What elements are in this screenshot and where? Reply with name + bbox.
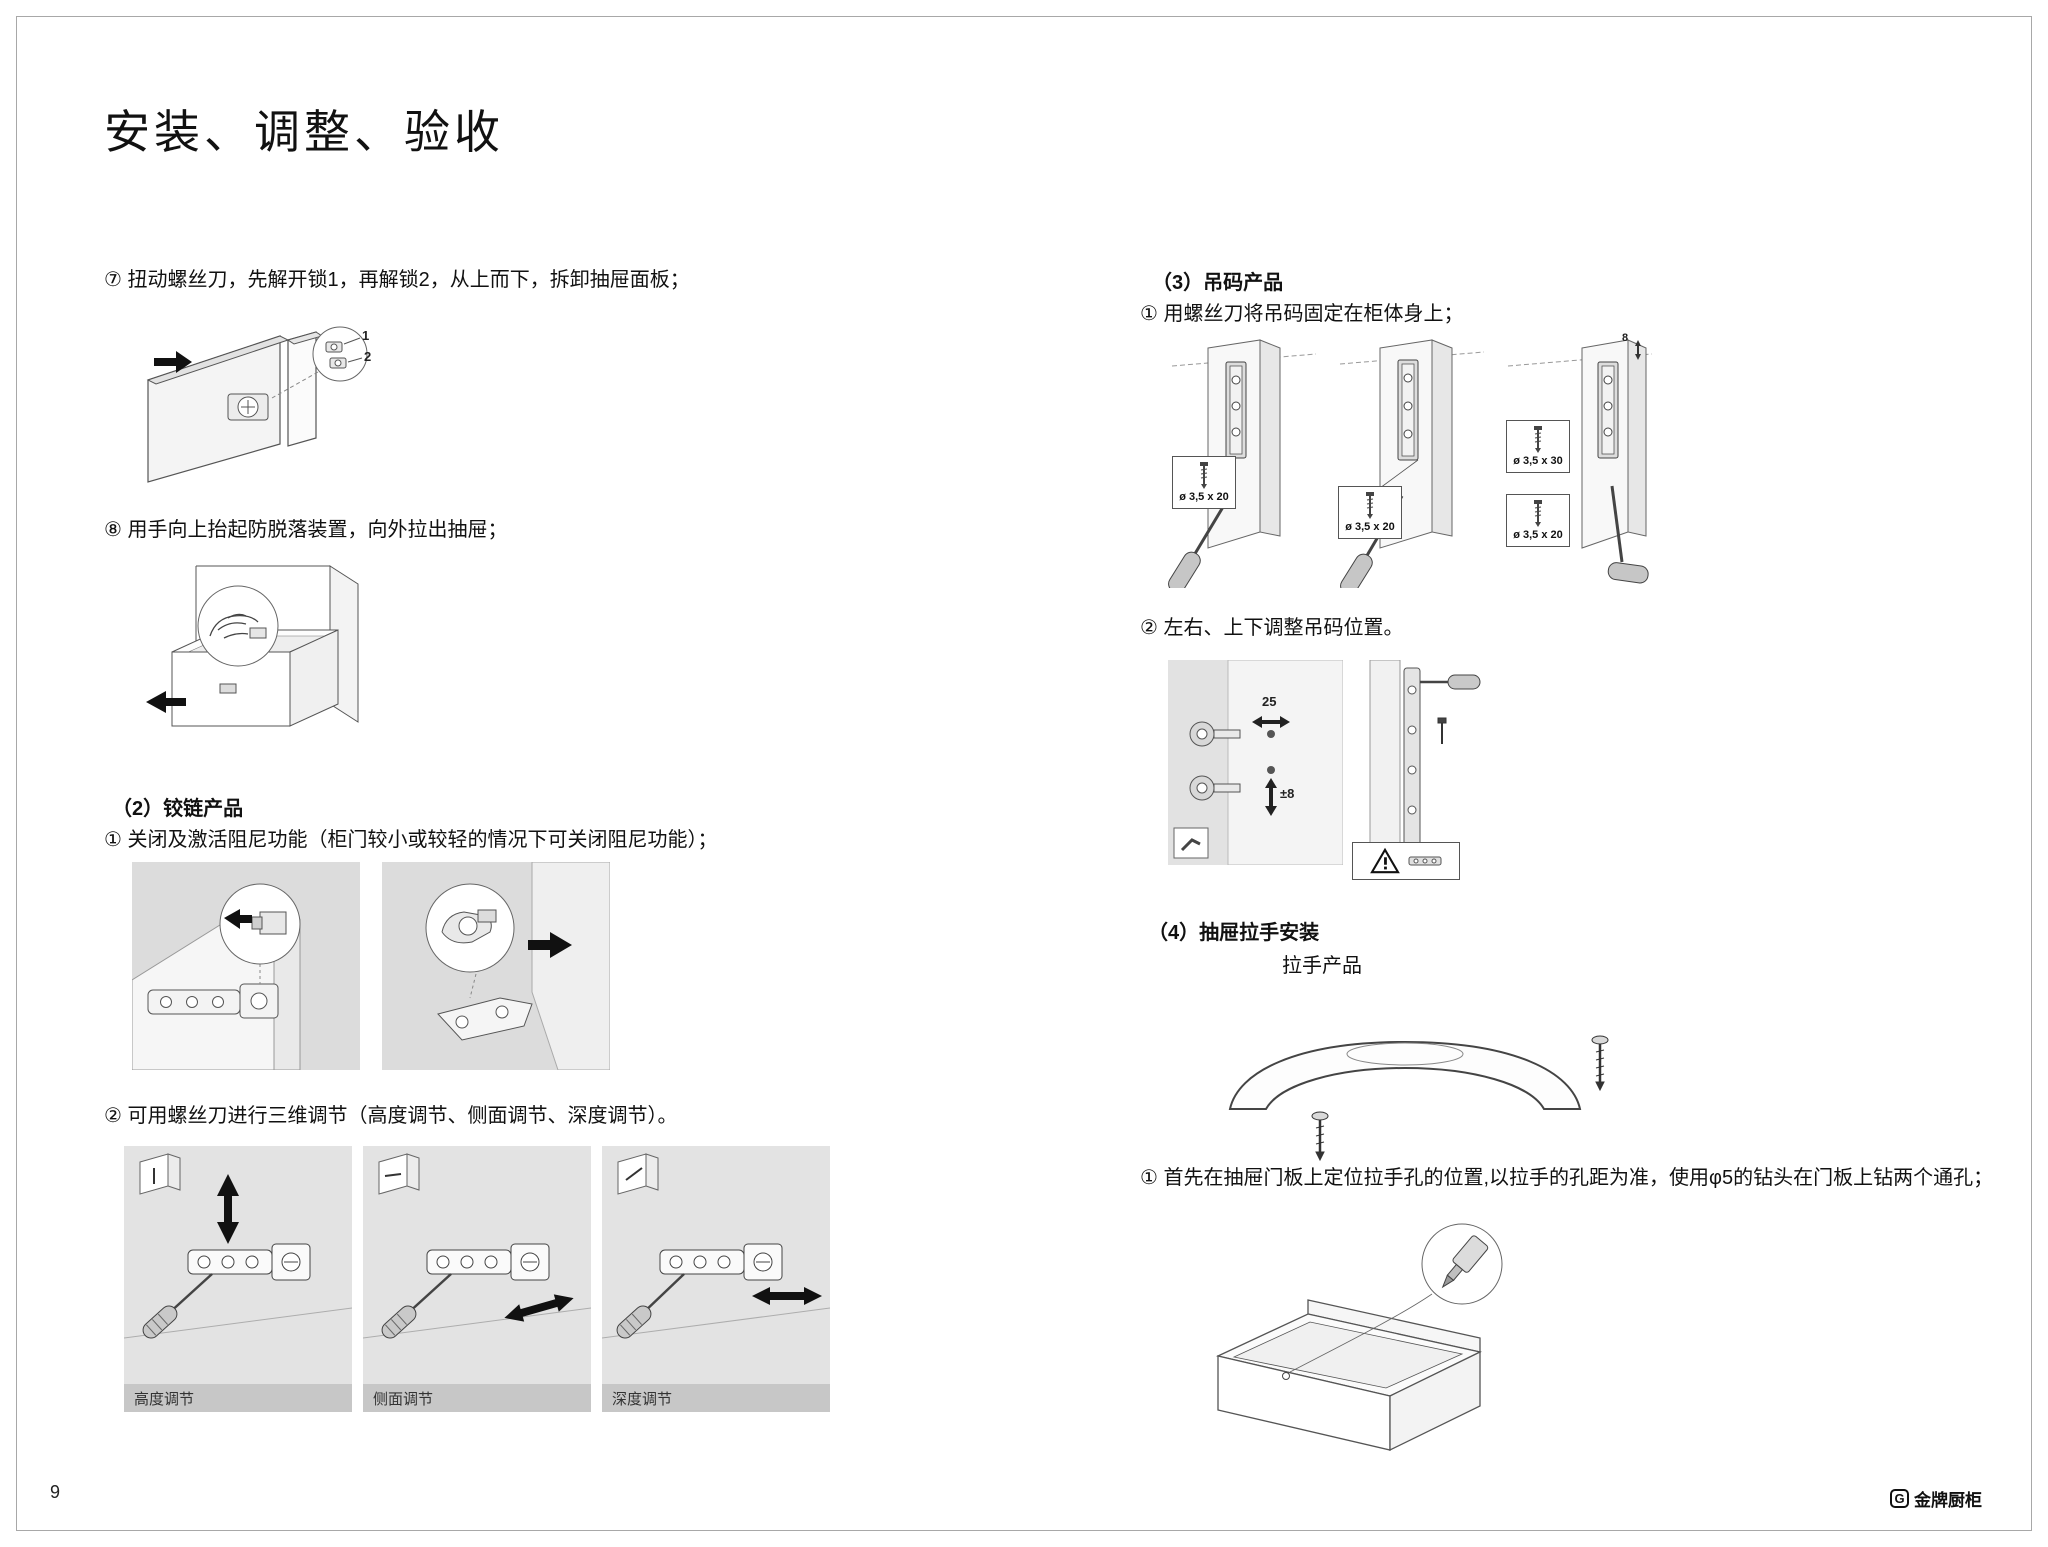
screwdriver-icon — [142, 1273, 213, 1339]
hanging-bracket-illustration — [1339, 339, 1485, 588]
hanging-bracket-illustration — [1507, 339, 1653, 584]
lock-1-label: 1 — [362, 328, 370, 343]
screwdriver-icon — [1607, 485, 1649, 584]
screwdriver-icon — [381, 1273, 452, 1339]
lock-2-label: 2 — [364, 349, 372, 364]
side-adjust-illustration — [363, 1146, 591, 1384]
drawer-drilling-illustration — [1216, 1223, 1503, 1452]
hanging-adjust-left-panel: 25 ±8 — [1168, 660, 1343, 865]
warning-icon — [1370, 847, 1400, 874]
figure-drawer-drilling — [1190, 1204, 1530, 1469]
brand-logo: G 金牌厨柜 — [1890, 1486, 1982, 1511]
warning-box — [1352, 842, 1460, 880]
vertical-double-arrow-icon — [217, 1174, 239, 1244]
figure-drawer-pull-out — [132, 556, 382, 751]
screw-icon — [1534, 500, 1542, 527]
screw-callout-2: ø 3,5 x 20 — [1338, 486, 1402, 539]
hanging-bracket-illustration — [1168, 339, 1317, 588]
figure-drawer-panel-removal: 1 2 — [132, 316, 382, 486]
hanging-adjust-illustration — [1168, 660, 1343, 865]
hinge-open-illustration — [382, 862, 610, 1070]
drill-bit-icon — [1441, 1235, 1489, 1289]
horizontal-double-arrow-icon — [752, 1287, 822, 1305]
screw-callout-4: ø 3,5 x 20 — [1506, 494, 1570, 547]
figure-handle-product — [1200, 984, 1630, 1164]
hanging-panel-2: ø 3,5 x 20 — [1336, 336, 1488, 588]
figure-hanging-bracket-set: ø 3,5 x 20 — [1168, 332, 1656, 588]
section-2-step-1: ① 关闭及激活阻尼功能（柜门较小或较轻的情况下可关闭阻尼功能）； — [104, 829, 718, 851]
hinge-close-illustration — [132, 862, 360, 1070]
adjust-label-height: 高度调节 — [124, 1384, 352, 1412]
depth-adjust-illustration — [602, 1146, 830, 1384]
hanging-panel-1: ø 3,5 x 20 — [1168, 336, 1320, 588]
vertical-double-arrow-icon — [1265, 778, 1277, 816]
screw-icon — [1366, 492, 1374, 519]
drawer-panel-illustration — [146, 326, 368, 483]
adjust-panel-depth: 深度调节 — [602, 1146, 830, 1412]
screw-size-label: ø 3,5 x 30 — [1513, 455, 1563, 467]
drawer-pull-illustration — [146, 565, 359, 727]
screw-icon — [1534, 426, 1542, 453]
step-7-text: ⑦ 扭动螺丝刀，先解开锁1，再解锁2，从上而下，拆卸抽屉面板； — [104, 269, 690, 291]
figure-hinge-damping-open — [382, 862, 610, 1070]
adjust-label-depth: 深度调节 — [602, 1384, 830, 1412]
step-8-text: ⑧ 用手向上抬起防脱落装置，向外拉出抽屉； — [104, 519, 508, 541]
vertical-dimension-arrow-icon — [1635, 340, 1641, 360]
section-4-step-1: ① 首先在抽屉门板上定位拉手孔的位置,以拉手的孔距为准，使用φ5的钻头在门板上钻… — [1140, 1167, 1994, 1189]
page-number: 9 — [50, 1482, 61, 1502]
hand-icon — [209, 613, 259, 639]
arrow-right-icon — [154, 351, 192, 373]
figure-hinge-damping-close — [132, 862, 360, 1070]
arrow-right-icon — [528, 932, 572, 958]
screw-callout-3: ø 3,5 x 30 — [1506, 420, 1570, 473]
brand-mark-icon: G — [1890, 1489, 1909, 1508]
rail-thumbnail-icon — [1408, 856, 1442, 866]
dimension-plusminus8-label: ±8 — [1280, 786, 1295, 801]
adjust-label-side: 侧面调节 — [363, 1384, 591, 1412]
handle-illustration — [1228, 1035, 1609, 1162]
angle-tool-icon — [1180, 838, 1201, 852]
horizontal-double-arrow-icon — [1252, 716, 1290, 728]
handle-product-label: 拉手产品 — [1282, 955, 1362, 977]
dimension-25-label: 25 — [1262, 694, 1277, 709]
hanging-rail-illustration — [1369, 660, 1481, 876]
screw-icon — [1200, 462, 1208, 489]
screw-icon — [1437, 717, 1447, 744]
screwdriver-icon — [616, 1273, 685, 1339]
section-2-title: （2）铰链产品 — [112, 798, 244, 820]
section-3-step-1: ① 用螺丝刀将吊码固定在柜体身上； — [1140, 303, 1464, 325]
arrow-left-icon — [224, 909, 252, 929]
screw-icon — [1311, 1111, 1329, 1162]
page-title: 安装、调整、验收 — [104, 106, 504, 158]
screw-size-label: ø 3,5 x 20 — [1179, 491, 1229, 503]
screw-size-label: ø 3,5 x 20 — [1345, 521, 1395, 533]
hanging-panel-3: 8 ø 3,5 x 30 — [1504, 332, 1656, 588]
screw-size-label: ø 3,5 x 20 — [1513, 529, 1563, 541]
section-4-title: （4）抽屉拉手安装 — [1148, 922, 1320, 944]
screw-icon — [1591, 1035, 1609, 1092]
adjust-panel-height: 高度调节 — [124, 1146, 352, 1412]
adjust-panel-side: 侧面调节 — [363, 1146, 591, 1412]
screw-callout-1: ø 3,5 x 20 — [1172, 456, 1236, 509]
diagonal-double-arrow-icon — [504, 1294, 574, 1322]
section-2-step-2: ② 可用螺丝刀进行三维调节（高度调节、侧面调节、深度调节）。 — [104, 1105, 678, 1127]
section-3-step-2: ② 左右、上下调整吊码位置。 — [1140, 617, 1404, 639]
brand-name: 金牌厨柜 — [1914, 1491, 1982, 1510]
hanging-adjust-right-panel — [1352, 660, 1488, 885]
figure-hinge-adjustment-set: 高度调节 — [124, 1146, 830, 1414]
screwdriver-icon — [1420, 674, 1481, 690]
figure-hanging-adjustment: 25 ±8 — [1168, 660, 1488, 890]
section-3-title: （3）吊码产品 — [1152, 272, 1284, 294]
arrow-left-icon — [146, 691, 186, 713]
height-adjust-illustration — [124, 1146, 352, 1384]
dimension-label-top: 8 — [1622, 332, 1629, 344]
